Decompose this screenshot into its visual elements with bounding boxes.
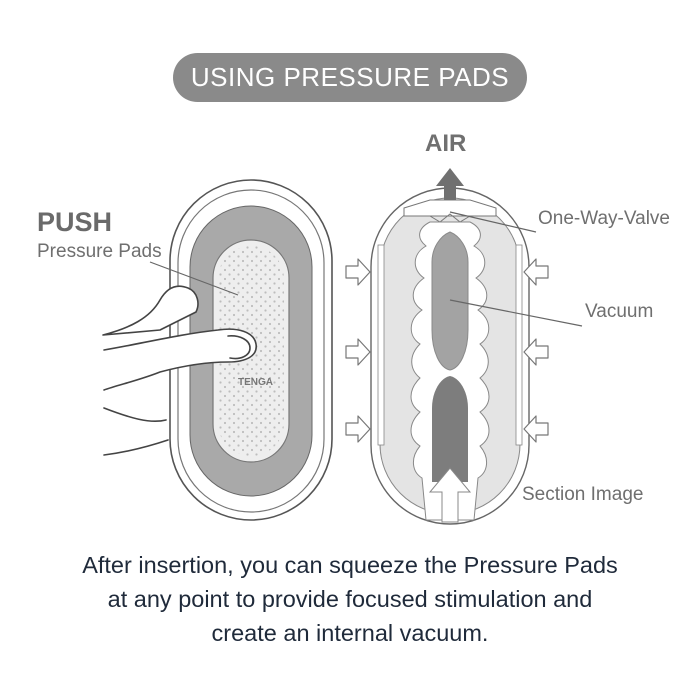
section-image-label: Section Image xyxy=(522,484,644,505)
pressure-arrow-icon xyxy=(345,338,371,366)
caption-text: After insertion, you can squeeze the Pre… xyxy=(0,548,700,650)
vacuum-chamber xyxy=(431,231,469,371)
valve-leader-line xyxy=(449,211,537,233)
vacuum-label: Vacuum xyxy=(585,301,654,322)
hand-icon xyxy=(102,285,257,456)
pressure-arrow-icon xyxy=(523,415,549,443)
pressure-arrows-left xyxy=(345,258,371,443)
inner-sleeve xyxy=(410,221,490,521)
caption-line: create an internal vacuum. xyxy=(211,620,489,646)
brand-mark: TENGA xyxy=(238,377,273,388)
push-label: PUSH xyxy=(37,207,113,237)
title-pill: USING PRESSURE PADS xyxy=(173,53,527,102)
one-way-valve-label: One-Way-Valve xyxy=(538,208,670,229)
caption-line: at any point to provide focused stimulat… xyxy=(107,586,593,612)
caption-line: After insertion, you can squeeze the Pre… xyxy=(82,552,618,578)
pressure-arrows-right xyxy=(523,258,549,443)
pressure-arrow-icon xyxy=(523,258,549,286)
air-label: AIR xyxy=(425,130,467,157)
insertion-arrow-icon xyxy=(428,467,472,523)
air-arrow-icon xyxy=(436,168,464,200)
pressure-arrow-icon xyxy=(523,338,549,366)
lower-chamber xyxy=(432,376,468,482)
pressure-arrow-icon xyxy=(345,415,371,443)
pads-leader-line xyxy=(149,261,239,296)
one-way-valve xyxy=(403,199,497,223)
pressure-arrow-icon xyxy=(345,258,371,286)
vacuum-leader-line xyxy=(449,299,583,327)
pressure-pads-label: Pressure Pads xyxy=(37,241,162,262)
